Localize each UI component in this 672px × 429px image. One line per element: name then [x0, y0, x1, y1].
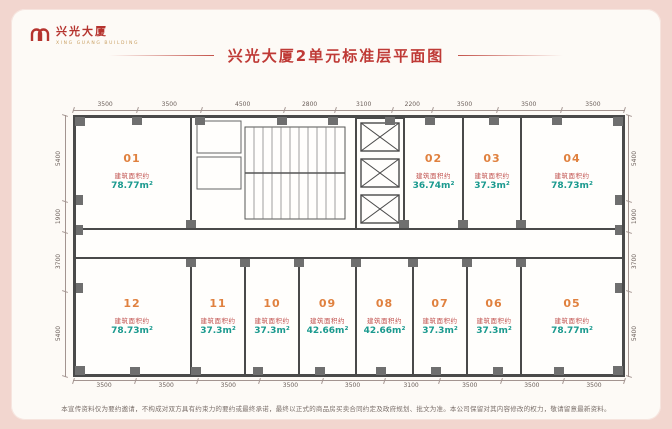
dim-value: 3500 — [456, 101, 473, 108]
logo-name: 兴光大厦 — [56, 25, 108, 39]
dim-segment: 3500 — [321, 380, 384, 392]
dim-segment: 2200 — [392, 99, 433, 111]
logo-subtitle: XING GUANG BUILDING — [56, 40, 140, 46]
dim-segment: 3500 — [259, 380, 322, 392]
dim-value: 3500 — [96, 382, 112, 389]
dim-segment: 3500 — [432, 99, 497, 111]
dim-value: 5400 — [55, 150, 63, 166]
dim-segment: 3500 — [500, 380, 563, 392]
dim-value: 5400 — [631, 326, 639, 342]
dim-value: 3500 — [585, 101, 601, 108]
dim-segment: 3500 — [197, 380, 260, 392]
dim-value: 2200 — [404, 101, 420, 108]
disclaimer-text: 本宣传资料仅为要约邀请，不构成对双方具有约束力的要约或最终承诺，最终以正式的商品… — [61, 405, 611, 413]
dim-value: 3100 — [356, 101, 372, 108]
dim-segment: 5400 — [53, 290, 66, 377]
dim-value: 3500 — [524, 382, 540, 389]
dim-segment: 3500 — [73, 99, 138, 111]
dim-value: 5400 — [55, 326, 63, 342]
dimensions-bottom: 3500 3500 3500 3500 3500 3100 3500 3500 … — [73, 380, 626, 392]
dim-value: 3700 — [55, 253, 63, 269]
card: 兴光大厦 XING GUANG BUILDING 兴光大厦2单元标准层平面图 3… — [11, 9, 661, 420]
dimensions-left: 5400 1900 3700 5400 — [53, 115, 66, 377]
dim-segment: 3100 — [335, 99, 393, 111]
floor-plan: 01 建筑面积约 78.77m² 02 建筑面积约 36.74m² 03 建筑面… — [73, 115, 625, 377]
dim-value: 3500 — [158, 382, 174, 389]
dim-value: 3100 — [403, 382, 419, 389]
dim-value: 3500 — [462, 382, 478, 389]
dim-segment: 2800 — [283, 99, 336, 111]
dimensions-top: 3500 3500 4500 2800 3100 2200 3500 3500 … — [73, 99, 625, 111]
dim-value: 3500 — [586, 382, 602, 389]
dim-segment: 4500 — [201, 99, 284, 111]
dim-value: 4500 — [235, 101, 251, 108]
dim-value: 3500 — [161, 101, 177, 108]
dim-value: 2800 — [301, 101, 318, 108]
dim-value: 3500 — [282, 382, 299, 389]
dim-segment: 3500 — [562, 380, 626, 392]
dim-segment: 5400 — [628, 290, 641, 377]
title-row: 兴光大厦2单元标准层平面图 — [11, 45, 661, 66]
dim-segment: 3500 — [438, 380, 501, 392]
dim-segment: 3500 — [496, 99, 561, 111]
dim-segment: 3100 — [383, 380, 439, 392]
dim-value: 1900 — [55, 208, 63, 225]
dim-value: 3500 — [344, 382, 361, 389]
dim-value: 3500 — [97, 101, 113, 108]
floor-plan-drawing — [73, 115, 625, 377]
dim-segment: 3500 — [137, 99, 202, 111]
dimensions-right: 5400 1900 3700 5400 — [628, 115, 641, 377]
dim-segment: 5400 — [53, 115, 66, 202]
title-rule-right — [458, 55, 564, 56]
dim-value: 3500 — [521, 101, 537, 108]
dim-segment: 3700 — [628, 231, 641, 291]
page-title: 兴光大厦2单元标准层平面图 — [227, 47, 445, 65]
dim-segment: 3700 — [53, 231, 66, 291]
dim-segment: 3500 — [135, 380, 198, 392]
title-rule-left — [108, 55, 214, 56]
dim-value: 3700 — [631, 253, 639, 269]
dim-value: 5400 — [631, 150, 639, 166]
dim-segment: 3500 — [73, 380, 136, 392]
dim-segment: 1900 — [628, 201, 641, 232]
logo-icon — [29, 25, 51, 47]
dim-segment: 1900 — [53, 201, 66, 232]
dim-segment: 5400 — [628, 115, 641, 202]
dim-value: 3500 — [220, 382, 236, 389]
logo: 兴光大厦 XING GUANG BUILDING — [29, 25, 139, 47]
dim-value: 1900 — [631, 208, 639, 225]
dim-segment: 3500 — [560, 99, 625, 111]
